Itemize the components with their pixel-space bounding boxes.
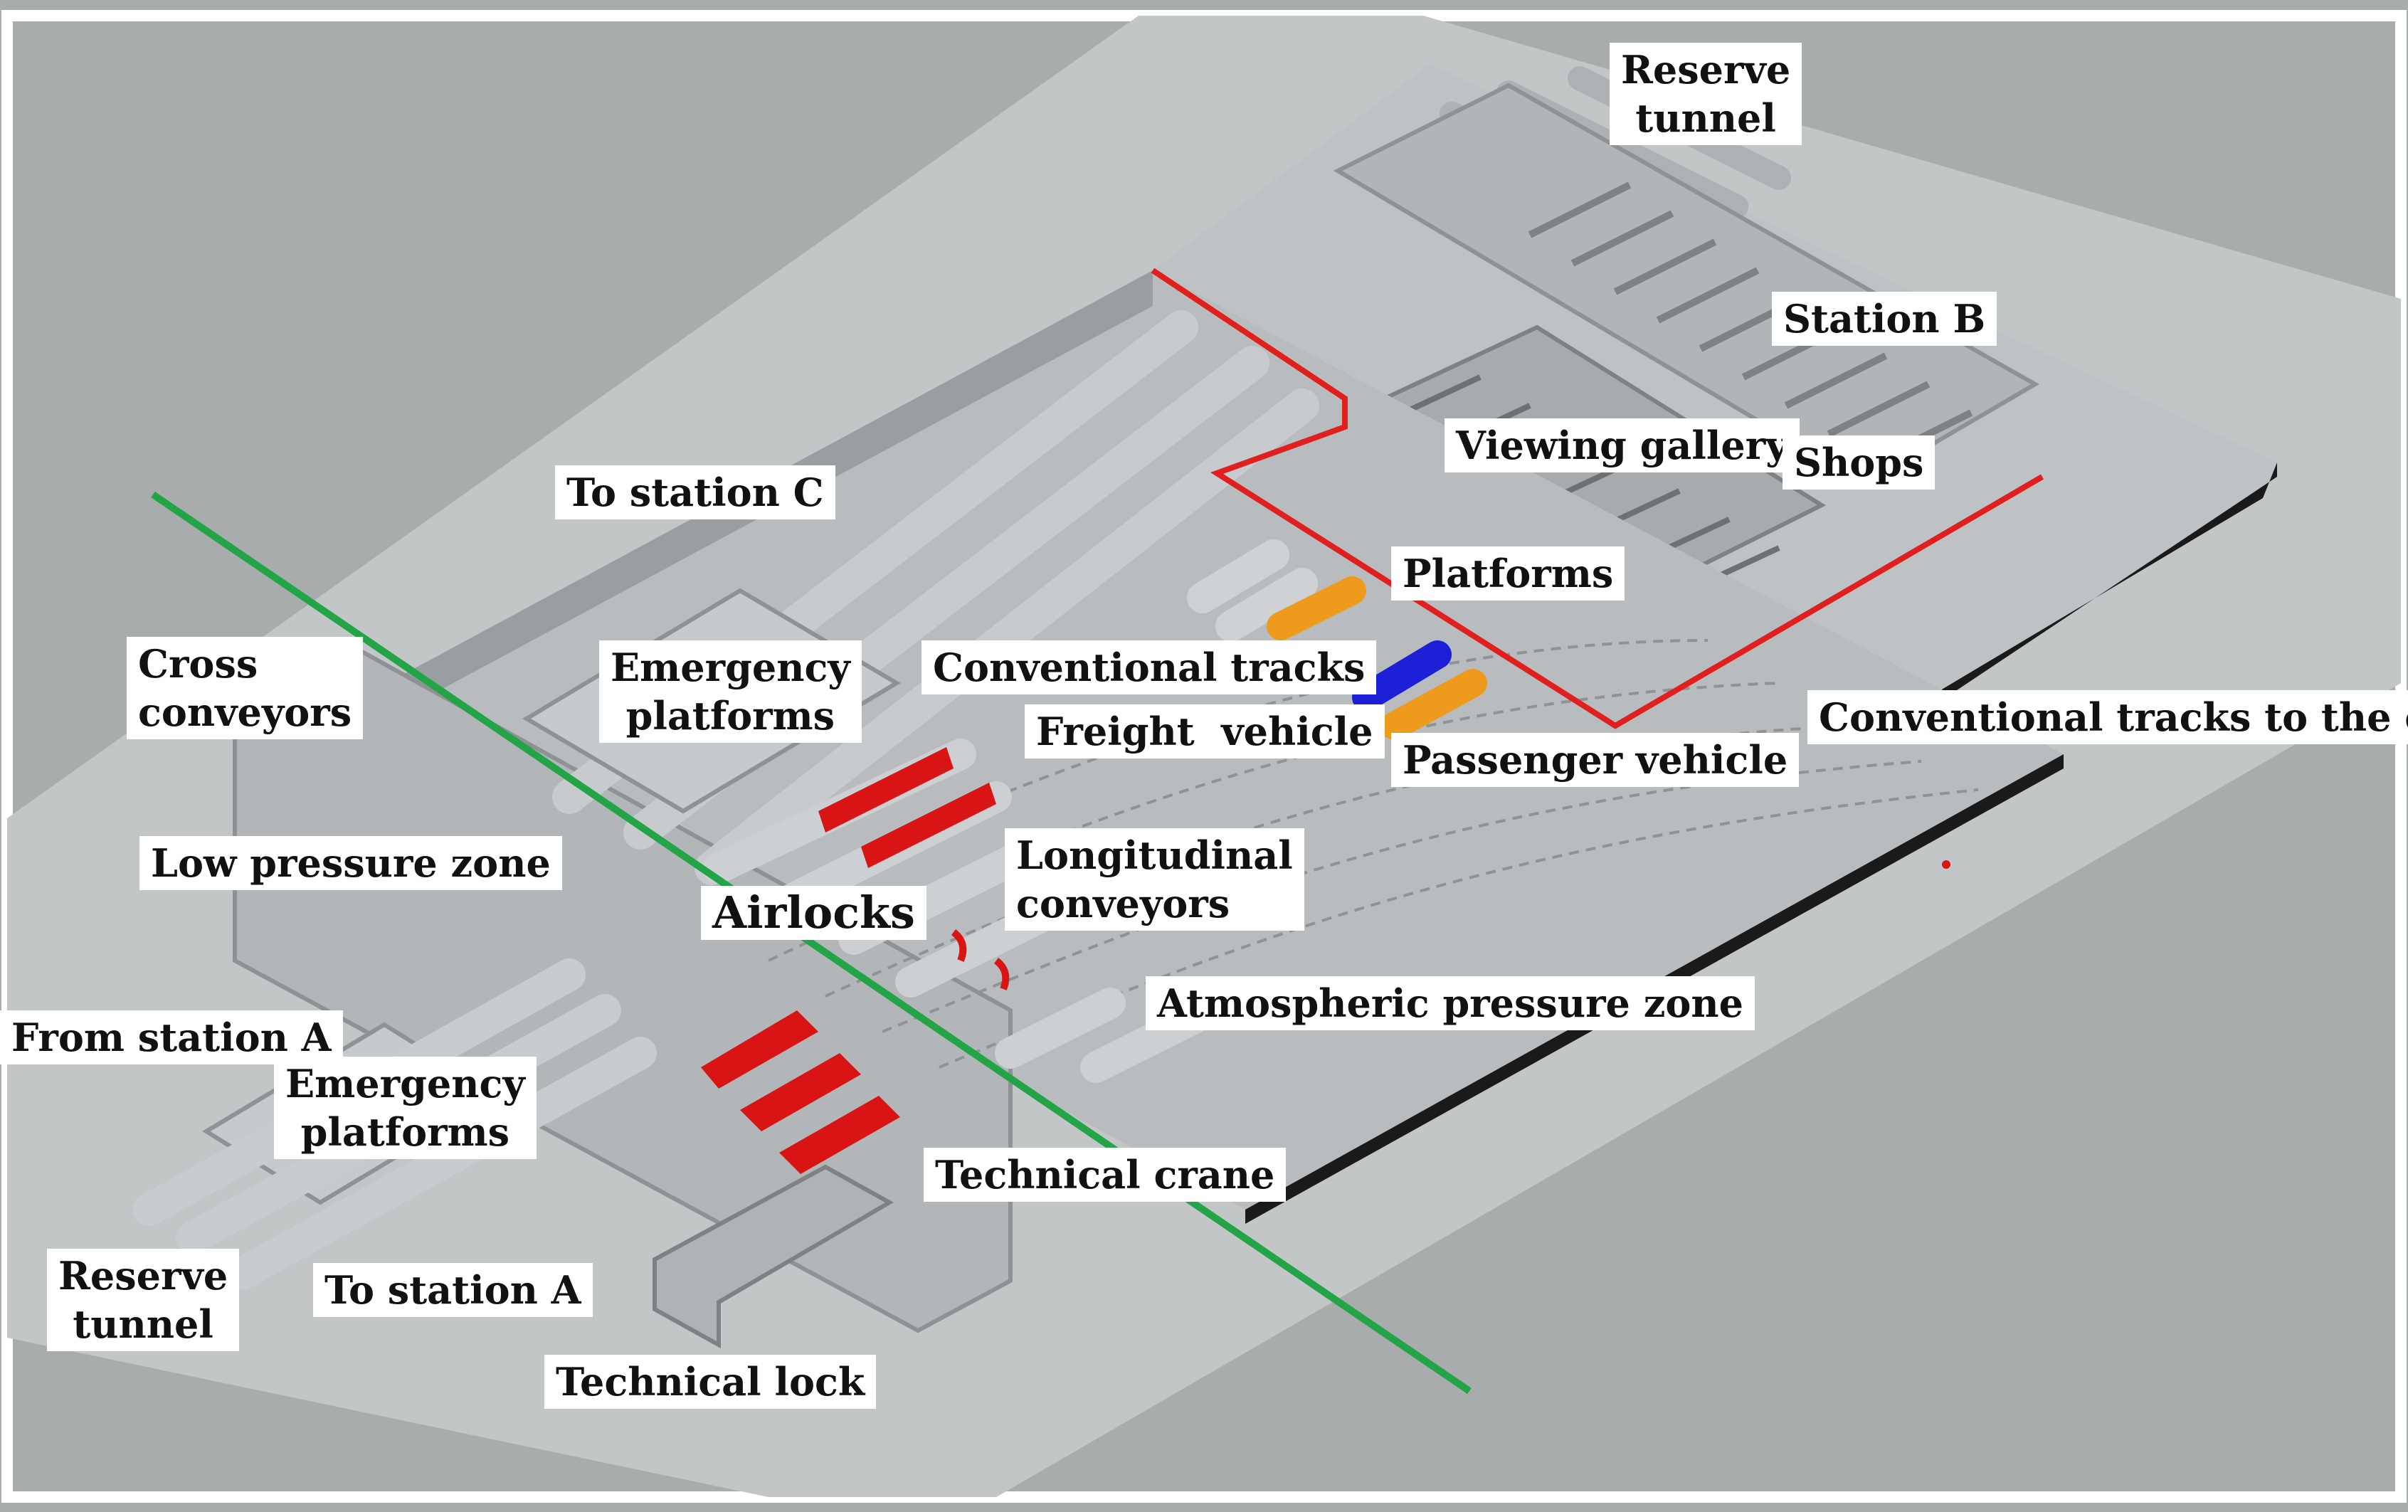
conventional-track-tubes (1187, 539, 1318, 642)
label-conventional-tracks-city: Conventional tracks to the city (1807, 690, 2408, 744)
marker-dot (1942, 860, 1950, 869)
label-reserve-tunnel-bottom: Reserve tunnel (47, 1249, 240, 1351)
label-platforms: Platforms (1391, 546, 1625, 601)
label-cross-conveyors: Cross conveyors (127, 637, 364, 739)
label-shops: Shops (1783, 435, 1936, 490)
label-airlocks: Airlocks (701, 886, 926, 940)
label-freight-vehicle: Freight vehicle (1025, 704, 1385, 758)
label-emergency-platforms-top: Emergency platforms (599, 640, 862, 743)
label-to-station-c: To station C (555, 465, 835, 519)
label-technical-crane: Technical crane (924, 1148, 1287, 1202)
passenger-vehicle-orange (1380, 669, 1487, 740)
airlock-vehicles (818, 747, 996, 868)
station-boundary-line (1151, 268, 2044, 729)
label-technical-lock: Technical lock (544, 1355, 877, 1409)
label-longitudinal-conveyors: Longitudinal conveyors (1005, 828, 1304, 931)
label-station-b: Station B (1772, 292, 1997, 346)
station-b-building (1333, 83, 2040, 487)
label-from-station-a: From station A (0, 1010, 343, 1064)
station-b-edge (1893, 462, 2277, 733)
label-viewing-gallery: Viewing gallery (1445, 418, 1800, 472)
freight-vehicle-blue (1352, 640, 1452, 712)
label-to-station-a: To station A (313, 1263, 593, 1317)
label-emergency-platforms-bottom: Emergency platforms (274, 1057, 537, 1159)
label-passenger-vehicle: Passenger vehicle (1391, 733, 1800, 787)
zone-divider-line (151, 491, 1472, 1395)
label-conventional-tracks: Conventional tracks (922, 640, 1377, 694)
orange-vehicle-upper (1267, 576, 1366, 640)
technical-crane-carts (701, 1010, 900, 1174)
label-low-pressure-zone: Low pressure zone (139, 836, 562, 890)
label-reserve-tunnel-top: Reserve tunnel (1610, 43, 1802, 145)
technical-lock-channel (653, 1164, 894, 1349)
label-atmospheric-pressure-zone: Atmospheric pressure zone (1146, 976, 1755, 1030)
